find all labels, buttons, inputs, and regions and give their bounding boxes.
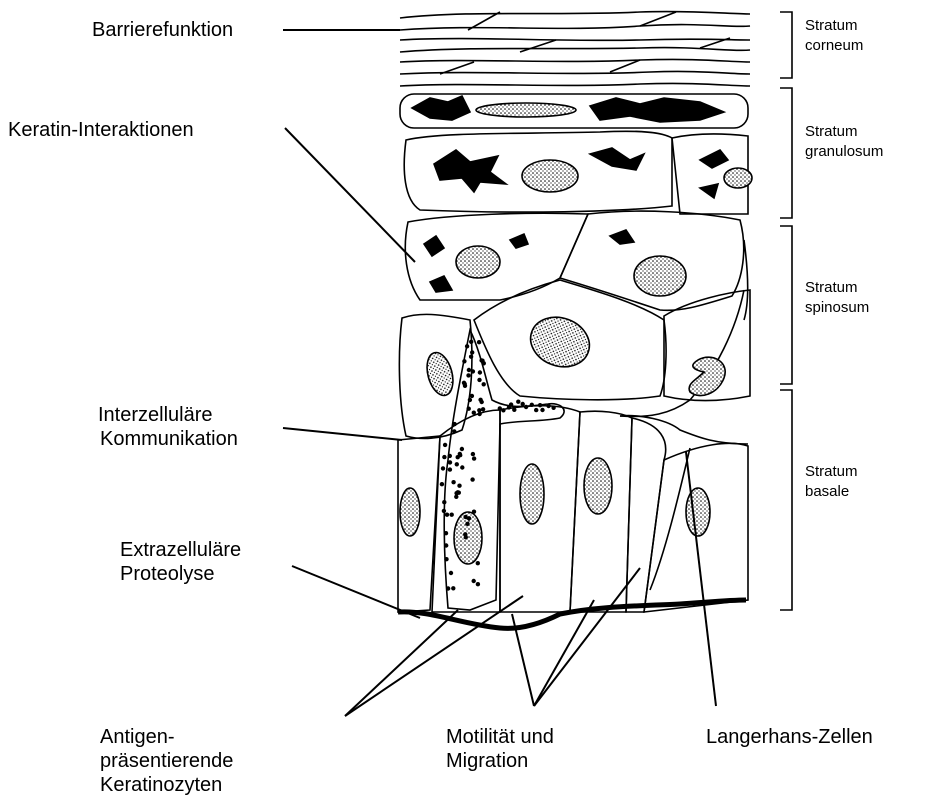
granule-dot xyxy=(481,407,485,411)
granule-dot xyxy=(460,447,464,451)
leader-motil-3 xyxy=(534,568,640,706)
label-langerhans-zellen: Langerhans-Zellen xyxy=(706,725,873,749)
granule-dot xyxy=(472,456,476,460)
granule-dot xyxy=(534,408,538,412)
granule-dot xyxy=(448,467,452,471)
granule-dot xyxy=(551,406,555,410)
leader-keratin xyxy=(285,128,415,262)
granule-dot xyxy=(471,452,475,456)
granule-dot xyxy=(476,561,480,565)
granule-dot xyxy=(446,586,450,590)
granule-dot xyxy=(477,378,481,382)
granule-dot xyxy=(445,513,449,517)
granule-dot xyxy=(472,510,476,514)
langerhans-cell xyxy=(440,330,564,610)
label-barrierefunktion: Barrierefunktion xyxy=(92,18,233,42)
granule-dot xyxy=(469,355,473,359)
label-extrazellulaere-proteolyse: Extrazelluläre Proteolyse xyxy=(120,538,241,586)
label-antigen-praesentierende-keratinozyten: Antigen- präsentierende Keratinozyten xyxy=(100,725,233,797)
label-interzellulaere-kommunikation: Interzelluläre Kommunikation xyxy=(98,403,238,451)
stratum-corneum-cells xyxy=(400,11,750,86)
granule-dot xyxy=(450,513,454,517)
granule-dot xyxy=(478,398,482,402)
granule-dot xyxy=(442,455,446,459)
granule-dot xyxy=(454,495,458,499)
granule-dot xyxy=(516,400,520,404)
granule-dot xyxy=(501,408,505,412)
granule-dot xyxy=(449,571,453,575)
granule-dot xyxy=(482,361,486,365)
label-keratin-interaktionen: Keratin-Interaktionen xyxy=(8,118,194,142)
granule-dot xyxy=(468,398,472,402)
granule-dot xyxy=(448,460,452,464)
granule-dot xyxy=(457,484,461,488)
granule-dot xyxy=(472,579,476,583)
granule-dot xyxy=(465,344,469,348)
granule-dot xyxy=(470,394,474,398)
granule-dot xyxy=(521,402,525,406)
granule-dot xyxy=(455,462,459,466)
granule-dot xyxy=(469,340,473,344)
granule-dot xyxy=(460,465,464,469)
basement-membrane xyxy=(398,600,746,628)
granule-dot xyxy=(546,404,550,408)
layer-brackets xyxy=(780,12,792,610)
granule-dot xyxy=(467,407,471,411)
granule-dot xyxy=(477,340,481,344)
leader-motil-2 xyxy=(534,600,594,706)
granule-dot xyxy=(441,466,445,470)
granule-dot xyxy=(444,543,448,547)
label-motilitaet-und-migration: Motilität und Migration xyxy=(446,725,554,773)
granule-dot xyxy=(538,403,542,407)
stratum-granulosum-cells xyxy=(400,94,752,214)
granule-dot xyxy=(462,359,466,363)
granule-dot xyxy=(444,557,448,561)
granule-dot xyxy=(442,500,446,504)
granule-dot xyxy=(443,443,447,447)
granule-dot xyxy=(463,532,467,536)
granule-dot xyxy=(462,381,466,385)
granule-dot xyxy=(478,370,482,374)
leader-interzellulaer xyxy=(283,428,402,440)
granule-dot xyxy=(467,368,471,372)
granule-dot xyxy=(482,382,486,386)
granule-dot xyxy=(448,454,452,458)
granule-dot xyxy=(524,405,528,409)
granule-dot xyxy=(470,350,474,354)
granule-dot xyxy=(476,582,480,586)
leader-extrazellulaer xyxy=(292,566,420,618)
granule-dot xyxy=(456,455,460,459)
granule-dot xyxy=(530,403,534,407)
granule-dot xyxy=(465,522,469,526)
granule-dot xyxy=(540,408,544,412)
granule-dot xyxy=(457,491,461,495)
granule-dot xyxy=(452,422,456,426)
granule-dot xyxy=(512,408,516,412)
granule-dot xyxy=(471,369,475,373)
granule-dot xyxy=(451,586,455,590)
granule-dot xyxy=(472,411,476,415)
granule-dot xyxy=(509,402,513,406)
granule-dot xyxy=(452,429,456,433)
leader-antigen-1 xyxy=(345,610,458,716)
granule-dot xyxy=(477,408,481,412)
granule-dot xyxy=(451,480,455,484)
granule-dot xyxy=(467,516,471,520)
granule-dot xyxy=(440,482,444,486)
granule-dot xyxy=(466,373,470,377)
granule-dot xyxy=(442,509,446,513)
granule-dot xyxy=(470,477,474,481)
granule-dot xyxy=(444,531,448,535)
